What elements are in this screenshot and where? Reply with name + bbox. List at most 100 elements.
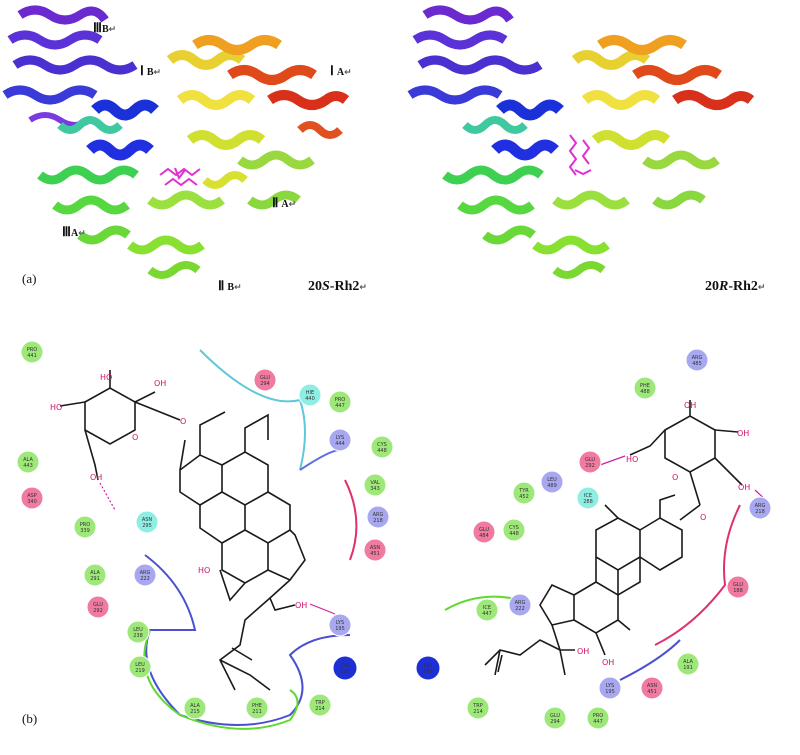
residue-name: PRO	[593, 713, 603, 719]
residue-name: ALA	[683, 659, 693, 665]
residue-disc	[133, 563, 157, 587]
molecule-20s-rh2	[59, 370, 306, 691]
molecule-20r-rh2	[484, 400, 743, 676]
residue-number: 219	[135, 668, 145, 674]
residue-name: PHE	[640, 383, 650, 389]
residue-number: 452	[519, 494, 529, 500]
title-20r-rh2: 20R-Rh2↵	[705, 279, 765, 294]
residue-number: 447	[482, 611, 492, 617]
residue-number: 295	[142, 523, 152, 529]
residue-disc	[512, 481, 536, 505]
residue-disc	[502, 518, 526, 542]
residue-number: 484	[479, 533, 489, 539]
residue-disc	[640, 676, 664, 700]
residue-disc	[245, 696, 269, 720]
residue-number: 188	[733, 588, 743, 594]
residue-number: 447	[335, 403, 345, 409]
residue-disc	[685, 348, 709, 372]
residue-disc	[370, 435, 394, 459]
hbonds-left	[99, 482, 336, 615]
residue-name: GLU	[585, 457, 595, 463]
residue-name: LYS	[424, 663, 432, 669]
ligand-20s-structure	[159, 167, 201, 187]
residue-number: 440	[305, 396, 315, 402]
ligand-20r-structure	[568, 134, 592, 176]
residue-disc	[328, 613, 352, 637]
residue-name: LYS	[336, 435, 344, 441]
residue-number: 291	[90, 576, 100, 582]
svg-text:HO: HO	[198, 566, 210, 575]
svg-text:O: O	[672, 473, 678, 482]
title-20s-rh2: 20S-Rh2↵	[308, 279, 367, 294]
residue-number: 191	[683, 665, 693, 671]
svg-text:OH: OH	[737, 429, 749, 438]
residue-name: ARG	[140, 570, 151, 576]
residue-disc	[253, 368, 277, 392]
panel-b-label: (b)	[22, 711, 37, 726]
residue-number: 443	[23, 463, 33, 469]
residue-name: GLU	[550, 713, 560, 719]
residue-disc	[363, 538, 387, 562]
residue-name: CYS	[377, 442, 387, 448]
residue-disc	[578, 450, 602, 474]
residue-number: 447	[593, 719, 603, 725]
residue-number: 292	[585, 463, 595, 469]
residue-disc	[543, 706, 567, 730]
svg-text:O: O	[180, 417, 186, 426]
residue-disc	[126, 620, 150, 644]
svg-text:HO: HO	[100, 373, 112, 382]
residue-number: 199	[423, 669, 433, 675]
svg-text:OH: OH	[577, 647, 589, 656]
residue-number: 292	[93, 608, 103, 614]
residue-disc	[363, 473, 387, 497]
residue-name: ASP	[27, 493, 37, 499]
residue-disc	[16, 450, 40, 474]
residue-number: 195	[605, 689, 615, 695]
residue-name: ASN	[142, 517, 153, 523]
residue-disc	[586, 706, 610, 730]
residue-name: GLU	[93, 602, 103, 608]
svg-text:OH: OH	[684, 401, 696, 410]
residue-disc	[475, 598, 499, 622]
residue-number: 199	[340, 669, 350, 675]
svg-text:OH: OH	[738, 483, 750, 492]
residue-number: 441	[27, 353, 37, 359]
residue-disc	[20, 486, 44, 510]
residue-name: ARG	[515, 600, 526, 606]
residue-number: 451	[370, 551, 380, 557]
residue-name: PHE	[252, 703, 262, 709]
residue-number: 214	[315, 706, 325, 712]
residue-disc	[466, 696, 490, 720]
pocket-outline-left	[143, 349, 358, 730]
residue-disc	[183, 696, 207, 720]
residue-disc	[598, 676, 622, 700]
residue-disc	[726, 575, 750, 599]
residue-name: LYS	[606, 683, 614, 689]
residue-name: ASN	[647, 683, 658, 689]
residue-name: HIE	[306, 390, 314, 396]
residue-number: 339	[80, 528, 90, 534]
residue-name: ALA	[190, 703, 200, 709]
residue-name: LEU	[135, 662, 145, 668]
residue-number: 451	[647, 689, 657, 695]
